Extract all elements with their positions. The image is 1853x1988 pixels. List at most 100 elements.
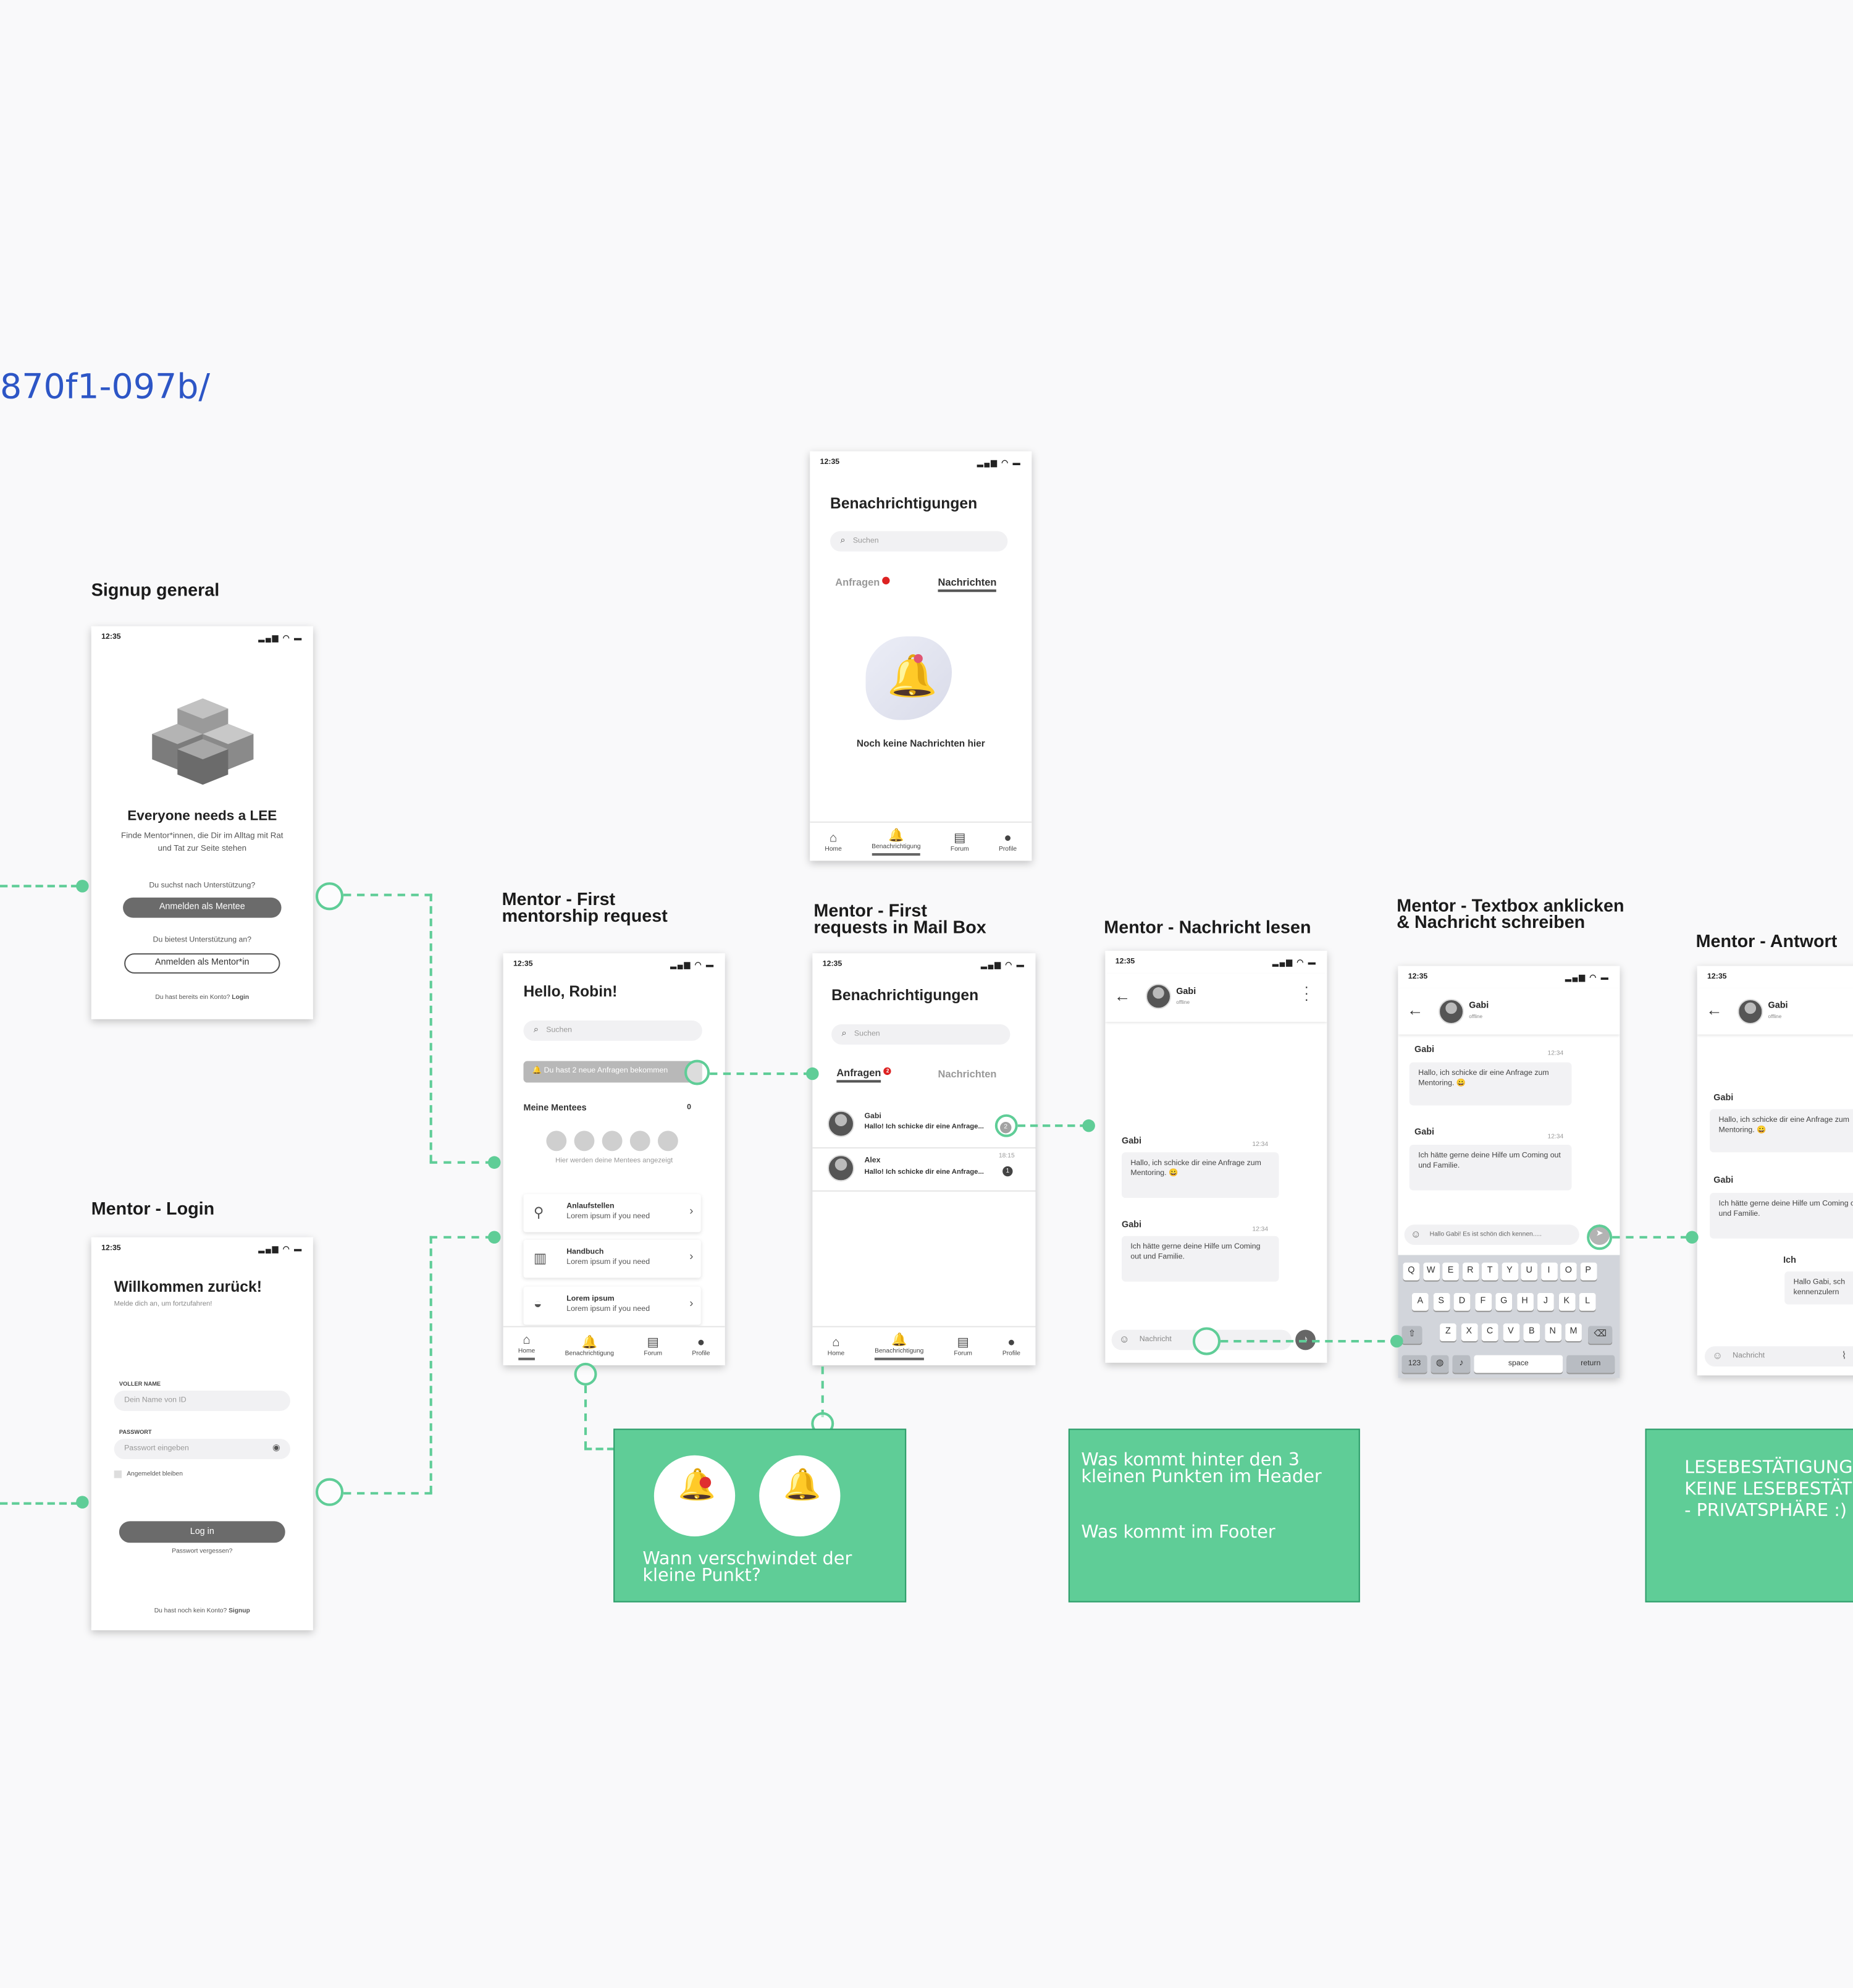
list-item[interactable]: Alex Hallo! Ich schicke dir eine Anfrage… (812, 1147, 1036, 1192)
screen-home: 12:35▂▄▆ ◠ ▬ Hello, Robin! ⌕Suchen 🔔 Du … (503, 953, 725, 1366)
connector-line (343, 893, 432, 896)
back-arrow-icon[interactable]: ← (1406, 1000, 1424, 1019)
key-r[interactable]: R (1461, 1262, 1479, 1281)
hotspot-ring[interactable] (994, 1114, 1018, 1137)
nav-profile[interactable]: ●Profile (1002, 1335, 1021, 1357)
key-b[interactable]: B (1523, 1323, 1540, 1342)
bottom-nav: ⌂Home 🔔Benachrichtigung ▤Forum ●Profile (503, 1326, 725, 1366)
nav-home[interactable]: ⌂Home (825, 831, 842, 853)
signup-link[interactable]: Signup (229, 1607, 250, 1615)
nav-profile[interactable]: ●Profile (692, 1335, 710, 1357)
key-p[interactable]: P (1579, 1262, 1597, 1281)
remember-checkbox[interactable]: Angemeldet bleiben (114, 1470, 183, 1478)
key-q[interactable]: Q (1403, 1262, 1420, 1281)
key-u[interactable]: U (1521, 1262, 1538, 1281)
key-o[interactable]: O (1560, 1262, 1577, 1281)
key-f[interactable]: F (1474, 1293, 1492, 1311)
login-title: Willkommen zurück! (114, 1278, 262, 1296)
hotspot-ring[interactable] (1192, 1327, 1221, 1355)
hotspot-ring[interactable] (315, 1478, 344, 1506)
hotspot-ring[interactable] (1587, 1224, 1613, 1250)
tab-messages[interactable]: Nachrichten (938, 576, 996, 592)
key-j[interactable]: J (1537, 1293, 1554, 1311)
key-w[interactable]: W (1422, 1262, 1440, 1281)
signup-mentee-button[interactable]: Anmelden als Mentee (123, 897, 282, 918)
nav-profile[interactable]: ●Profile (999, 831, 1017, 853)
nav-home[interactable]: ⌂Home (518, 1333, 536, 1360)
message-bubble: Ich hätte gerne deine Hilfe um Coming ou… (1122, 1236, 1279, 1282)
user-icon: ● (1004, 831, 1012, 845)
key-l[interactable]: L (1579, 1293, 1596, 1311)
key-y[interactable]: Y (1501, 1262, 1518, 1281)
key-h[interactable]: H (1516, 1293, 1533, 1311)
key-d[interactable]: D (1453, 1293, 1471, 1311)
tab-messages[interactable]: Nachrichten (938, 1068, 997, 1080)
nav-notification[interactable]: 🔔Benachrichtigung (875, 1333, 924, 1360)
nav-home[interactable]: ⌂Home (827, 1335, 845, 1357)
message-input[interactable]: ☺Nachricht⌇ (1704, 1346, 1853, 1367)
back-arrow-icon[interactable]: ← (1705, 1000, 1723, 1019)
key-m[interactable]: M (1565, 1323, 1582, 1342)
nav-forum[interactable]: ▤Forum (644, 1335, 663, 1357)
key-a[interactable]: A (1411, 1293, 1429, 1311)
connector-line (429, 893, 432, 1163)
hotspot-ring[interactable] (315, 882, 344, 911)
message-bubble: Ich hätte gerne deine Hilfe um Coming ou… (1710, 1192, 1853, 1239)
connector-line (343, 1492, 432, 1495)
chevron-right-icon: › (689, 1204, 694, 1217)
list-item[interactable]: Gabi Hallo! Ich schicke dir eine Anfrage… (812, 1104, 1036, 1149)
backspace-key[interactable]: ⌫ (1588, 1326, 1613, 1344)
search-input[interactable]: ⌕Suchen (830, 531, 1008, 552)
message-bubble: Hallo, ich schicke dir eine Anfrage zum … (1122, 1152, 1279, 1198)
globe-icon[interactable]: ◍ (1431, 1355, 1449, 1373)
status-time: 12:35 (820, 458, 840, 467)
tab-requests[interactable]: Anfragen 2 (836, 1067, 892, 1083)
key-z[interactable]: Z (1440, 1323, 1456, 1342)
key-n[interactable]: N (1544, 1323, 1561, 1342)
login-prompt: Du hast bereits ein Konto? Login (155, 993, 250, 1002)
nav-notification[interactable]: 🔔Benachrichtigung (565, 1335, 614, 1357)
search-input[interactable]: ⌕Suchen (523, 1020, 702, 1041)
key-t[interactable]: T (1481, 1262, 1498, 1281)
key-x[interactable]: X (1460, 1323, 1477, 1342)
url-fragment[interactable]: 870f1-097b/ (0, 368, 211, 407)
nav-forum[interactable]: ▤Forum (954, 1335, 972, 1357)
mentee-placeholder (657, 1131, 678, 1152)
key-k[interactable]: K (1558, 1293, 1575, 1311)
nav-notification[interactable]: 🔔Benachrichtigung (872, 828, 921, 856)
back-arrow-icon[interactable]: ← (1114, 986, 1131, 1006)
message-input[interactable]: ☺Hallo Gabi! Es ist schön dich kennen...… (1404, 1224, 1579, 1245)
numbers-key[interactable]: 123 (1401, 1355, 1427, 1373)
space-key[interactable]: space (1474, 1355, 1563, 1373)
return-key[interactable]: return (1566, 1355, 1615, 1373)
nav-forum[interactable]: ▤Forum (950, 831, 969, 853)
connector-line (429, 1236, 432, 1494)
hotspot-ring[interactable] (684, 1059, 710, 1085)
key-g[interactable]: G (1495, 1293, 1513, 1311)
key-s[interactable]: S (1432, 1293, 1450, 1311)
login-link[interactable]: Login (232, 993, 250, 1002)
key-e[interactable]: E (1442, 1262, 1459, 1281)
key-i[interactable]: I (1540, 1262, 1557, 1281)
key-c[interactable]: C (1481, 1323, 1498, 1342)
hotspot-ring[interactable] (574, 1362, 597, 1386)
search-input[interactable]: ⌕Suchen (831, 1024, 1011, 1045)
password-input[interactable]: Passwort eingeben◉ (114, 1439, 290, 1459)
login-button[interactable]: Log in (119, 1521, 285, 1543)
shift-key[interactable]: ⇧ (1401, 1326, 1422, 1344)
name-input[interactable]: Dein Name von ID (114, 1391, 290, 1411)
forgot-password-link[interactable]: Passwort vergessen? (172, 1548, 233, 1556)
logo-cubes-icon (152, 698, 254, 785)
eye-icon[interactable]: ◉ (272, 1444, 280, 1453)
more-vertical-icon[interactable]: ··· (1304, 980, 1309, 1008)
status-icons: ▂▄▆ ◠ ▬ (977, 460, 1022, 468)
microphone-icon[interactable]: ♪ (1452, 1355, 1471, 1373)
key-v[interactable]: V (1502, 1323, 1519, 1342)
signup-mentor-button[interactable]: Anmelden als Mentor*in (124, 953, 280, 974)
tab-requests[interactable]: Anfragen (835, 576, 891, 588)
new-requests-banner[interactable]: 🔔 Du hast 2 neue Anfragen bekommen (523, 1061, 702, 1083)
